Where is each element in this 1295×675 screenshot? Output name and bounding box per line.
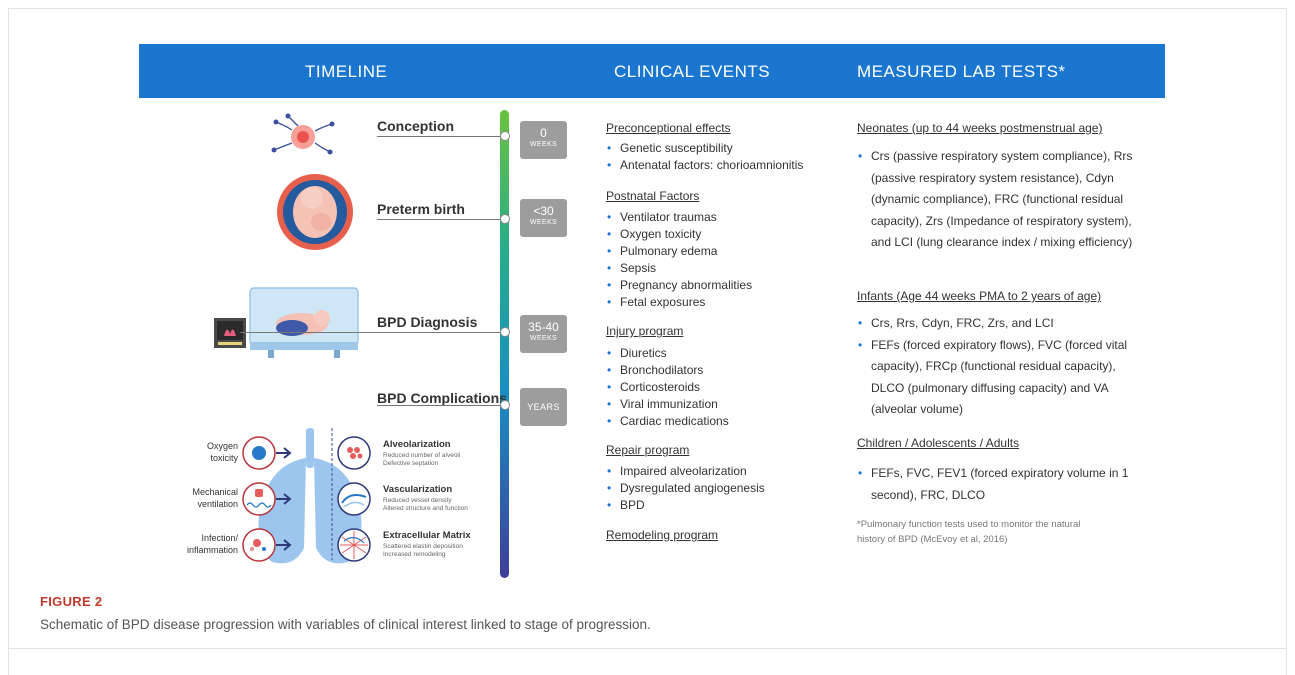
- timeline-label-bpd-diagnosis: BPD Diagnosis: [377, 314, 478, 330]
- list-item: Diuretics: [606, 345, 729, 362]
- list-item: Genetic susceptibility: [606, 140, 803, 157]
- list-item: Impaired alveolarization: [606, 463, 765, 480]
- timeline-connector: [377, 405, 502, 406]
- clinical-heading: Remodeling program: [606, 528, 719, 542]
- list-item: Pulmonary edema: [606, 243, 752, 260]
- lab-list: Crs, Rrs, Cdyn, FRC, Zrs, and LCI FEFs (…: [857, 313, 1141, 421]
- lab-list: FEFs, FVC, FEV1 (forced expiratory volum…: [857, 463, 1141, 506]
- clinical-heading: Injury program: [606, 324, 684, 338]
- list-item: Cardiac medications: [606, 413, 729, 430]
- injury-factor-label: Infection/inflammation: [186, 533, 238, 555]
- list-item: Crs (passive respiratory system complian…: [857, 146, 1137, 254]
- effect-title: Vascularization: [383, 484, 453, 495]
- timeline-node: [500, 400, 510, 410]
- list-item: Antenatal factors: chorioamnionitis: [606, 157, 803, 174]
- injury-factor-circles: [242, 436, 292, 562]
- clinical-heading: Preconceptional effects: [606, 121, 731, 135]
- list-item: Fetal exposures: [606, 294, 752, 311]
- lab-heading: Neonates (up to 44 weeks postmenstrual a…: [857, 121, 1103, 135]
- lab-heading: Children / Adolescents / Adults: [857, 436, 1020, 450]
- caption-divider: [8, 648, 1287, 649]
- clinical-list: Ventilator traumas Oxygen toxicity Pulmo…: [606, 209, 752, 311]
- lab-footnote: *Pulmonary function tests used to monito…: [857, 519, 1081, 545]
- incubator-icon: [214, 287, 359, 358]
- timeline-label-preterm-birth: Preterm birth: [377, 201, 465, 217]
- sperm-egg-icon: [271, 113, 335, 155]
- list-item: Pregnancy abnormalities: [606, 277, 752, 294]
- timeline-node: [500, 214, 510, 224]
- timeline-label-bpd-complications: BPD Complications: [377, 390, 507, 406]
- timeline-connector: [377, 219, 502, 220]
- effect-title: Alveolarization: [383, 439, 451, 450]
- clinical-heading: Repair program: [606, 443, 690, 457]
- list-item: Crs, Rrs, Cdyn, FRC, Zrs, and LCI: [857, 313, 1141, 335]
- list-item: Oxygen toxicity: [606, 226, 752, 243]
- list-item: FEFs (forced expiratory flows), FVC (for…: [857, 335, 1141, 421]
- effect-title: Extracellular Matrix: [383, 530, 471, 541]
- lab-list: Crs (passive respiratory system complian…: [857, 146, 1137, 254]
- timeline-spine: [500, 110, 509, 578]
- clinical-list: Impaired alveolarization Dysregulated an…: [606, 463, 765, 514]
- list-item: Sepsis: [606, 260, 752, 277]
- clinical-list: Genetic susceptibility Antenatal factors…: [606, 140, 803, 174]
- timeline-node: [500, 327, 510, 337]
- timeline-badge: YEARS: [520, 388, 567, 426]
- timeline-connector: [240, 332, 502, 333]
- header-clinical-events: CLINICAL EVENTS: [614, 62, 771, 81]
- header-lab-tests: MEASURED LAB TESTS*: [857, 62, 1066, 81]
- header-timeline: TIMELINE: [305, 62, 388, 81]
- figure-label: FIGURE 2: [40, 594, 103, 609]
- injury-effect-circles: [337, 436, 371, 562]
- list-item: Dysregulated angiogenesis: [606, 480, 765, 497]
- timeline-connector: [377, 136, 502, 137]
- list-item: Bronchodilators: [606, 362, 729, 379]
- list-item: BPD: [606, 497, 765, 514]
- list-item: FEFs, FVC, FEV1 (forced expiratory volum…: [857, 463, 1141, 506]
- header-bar: TIMELINE CLINICAL EVENTS MEASURED LAB TE…: [139, 44, 1165, 98]
- timeline-label-conception: Conception: [377, 118, 454, 134]
- fetus-icon: [277, 174, 353, 250]
- figure-caption: Schematic of BPD disease progression wit…: [40, 617, 651, 632]
- clinical-heading: Postnatal Factors: [606, 189, 700, 203]
- clinical-list: Diuretics Bronchodilators Corticosteroid…: [606, 345, 729, 430]
- lab-heading: Infants (Age 44 weeks PMA to 2 years of …: [857, 289, 1102, 303]
- timeline-node: [500, 131, 510, 141]
- list-item: Ventilator traumas: [606, 209, 752, 226]
- list-item: Corticosteroids: [606, 379, 729, 396]
- list-item: Viral immunization: [606, 396, 729, 413]
